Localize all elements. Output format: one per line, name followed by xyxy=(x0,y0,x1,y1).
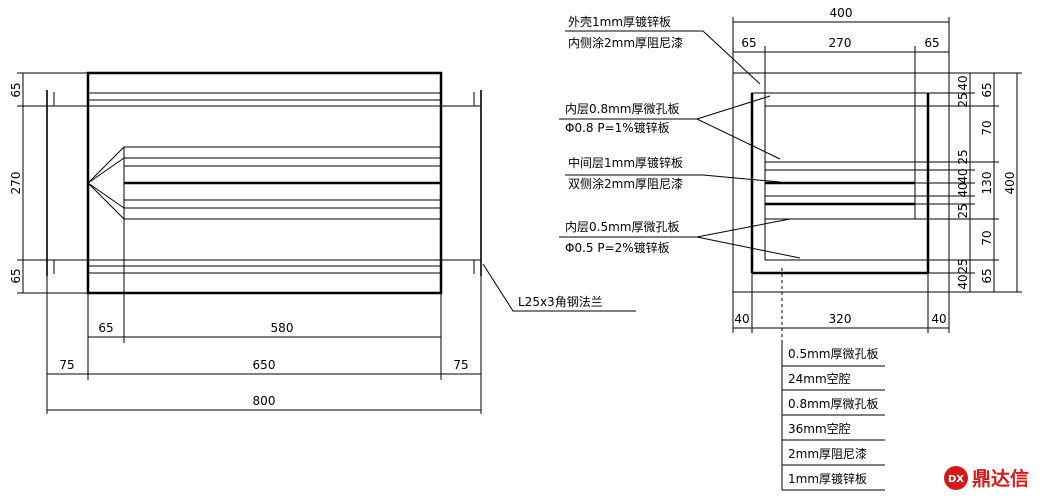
dim-bottom-40-left: 40 xyxy=(734,312,749,326)
dim-right-40-b: 40 xyxy=(956,168,970,183)
callout-middle-l2: 双侧涂2mm厚阻尼漆 xyxy=(568,176,683,191)
dim-right-40-a: 40 xyxy=(956,75,970,90)
dim-right-400: 400 xyxy=(1003,172,1017,195)
splitter-outline xyxy=(87,146,442,220)
dim-left-65-top: 65 xyxy=(9,82,23,97)
legend-layer-5: 2mm厚阻尼漆 xyxy=(788,447,867,461)
dim-right-130: 130 xyxy=(980,172,994,195)
dim-right-25-d: 25 xyxy=(956,258,970,273)
brand-name: 鼎达信 xyxy=(972,467,1029,490)
dim-bottom-650: 650 xyxy=(253,358,276,372)
callout-outer-casing-l2: 内侧涂2mm厚阻尼漆 xyxy=(568,35,683,50)
callout-inner-08-l1: 内层0.8mm厚微孔板 xyxy=(565,102,679,116)
dim-bottom-75-left: 75 xyxy=(59,358,74,372)
callout-inner-08-l2: Φ0.8 P=1%镀锌板 xyxy=(565,121,670,135)
legend-layer-6: 1mm厚镀锌板 xyxy=(788,472,867,486)
dim-right-40-d: 40 xyxy=(956,274,970,289)
dim-top-270: 270 xyxy=(829,36,852,50)
dim-right-25-b: 25 xyxy=(956,149,970,164)
dim-top-65-left: 65 xyxy=(741,36,756,50)
dim-right-65-bottom: 65 xyxy=(980,268,994,283)
brand-logo-icon xyxy=(944,466,968,490)
dim-right-70-top: 70 xyxy=(980,120,994,135)
legend-layer-2: 24mm空腔 xyxy=(788,371,851,386)
dim-bottom-800: 800 xyxy=(253,394,276,408)
dim-right-25-a: 25 xyxy=(956,92,970,107)
callout-middle-l1: 中间层1mm厚镀锌板 xyxy=(568,155,683,170)
dim-right-65-top: 65 xyxy=(980,82,994,97)
side-view: 65 270 65 65 580 75 650 75 800 L25x3角钢法兰 xyxy=(9,71,636,414)
dim-right-25-c: 25 xyxy=(956,203,970,218)
brand-logo-glyph: DX xyxy=(948,474,964,485)
section-view: 400 65 270 65 40 25 25 40 40 25 25 40 65… xyxy=(559,6,1022,491)
dim-left-270: 270 xyxy=(9,172,23,195)
dim-bottom-40-right: 40 xyxy=(931,312,946,326)
dim-top-400: 400 xyxy=(830,6,853,20)
dim-bottom-320: 320 xyxy=(829,312,852,326)
dim-bottom-580: 580 xyxy=(271,321,294,335)
callout-outer-casing-l1: 外壳1mm厚镀锌板 xyxy=(568,15,671,29)
dim-bottom-65: 65 xyxy=(98,321,113,335)
legend-layer-1: 0.5mm厚微孔板 xyxy=(788,347,878,361)
dim-left-65-bottom: 65 xyxy=(9,268,23,283)
flange-label: L25x3角钢法兰 xyxy=(518,295,603,309)
dim-right-40-c: 40 xyxy=(956,182,970,197)
dim-right-70-bottom: 70 xyxy=(980,230,994,245)
callout-inner-05-l1: 内层0.5mm厚微孔板 xyxy=(565,220,679,234)
dim-bottom-75-right: 75 xyxy=(453,358,468,372)
legend-layer-3: 0.8mm厚微孔板 xyxy=(788,397,878,411)
legend-layer-4: 36mm空腔 xyxy=(788,421,851,436)
dim-top-65-right: 65 xyxy=(924,36,939,50)
brand-watermark: DX 鼎达信 xyxy=(944,466,1029,490)
callout-inner-05-l2: Φ0.5 P=2%镀锌板 xyxy=(565,241,670,255)
